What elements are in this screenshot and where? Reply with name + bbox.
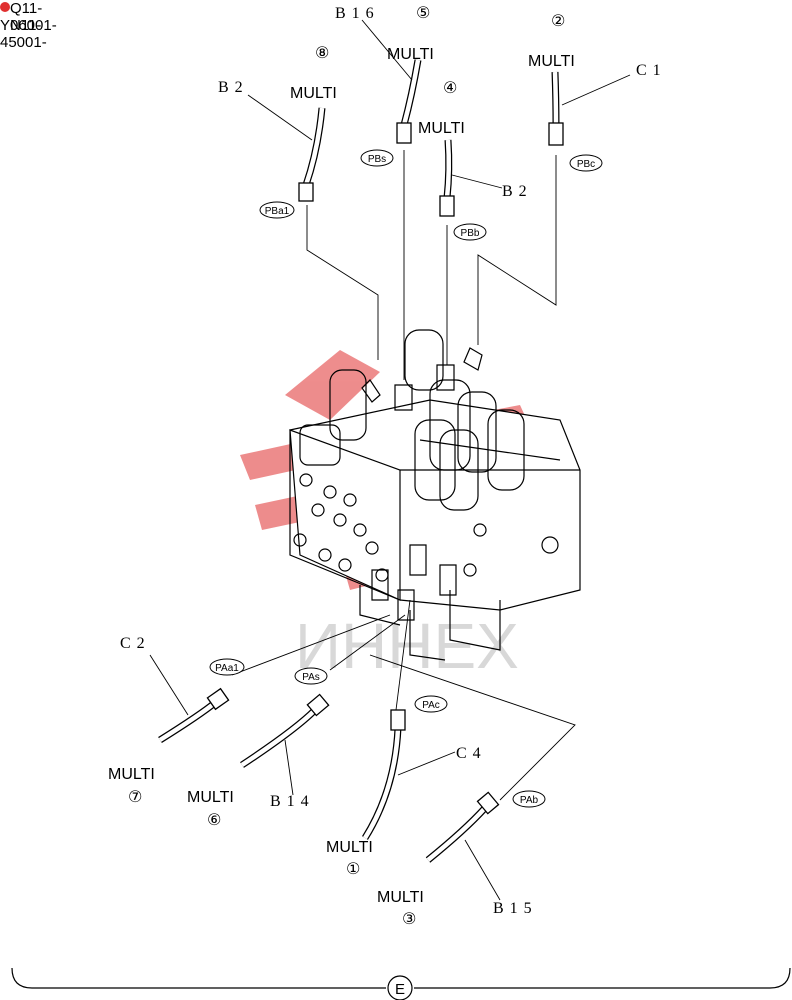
multi-label-6: MULTI	[187, 789, 234, 806]
port-label-pbb: PBb	[461, 228, 480, 239]
port-label-pab: PAb	[520, 795, 539, 806]
multi-label-4: MULTI	[418, 120, 465, 137]
multi-label-3: MULTI	[377, 889, 424, 906]
multi-label-2: MULTI	[528, 53, 575, 70]
hose-pac	[362, 709, 406, 840]
callout-number-7: ⑦	[128, 787, 142, 806]
callout-number-4: ④	[443, 78, 457, 97]
hose-pbc	[548, 71, 564, 146]
serial-line-2: YN11-45001-	[0, 17, 47, 51]
callout-number-6: ⑥	[207, 810, 221, 829]
multi-label-1: MULTI	[326, 839, 373, 856]
callout-number-8: ⑧	[315, 43, 329, 62]
callout-number-1: ①	[346, 859, 360, 878]
section-bracket	[11, 967, 791, 1000]
port-label-pas: PAs	[302, 672, 320, 683]
part-code-c1: C1	[636, 62, 667, 79]
part-code-c4: C4	[456, 745, 487, 762]
port-label-pbs: PBs	[368, 154, 386, 165]
part-code-b15: B15	[493, 900, 538, 917]
multi-label-5: MULTI	[387, 46, 434, 63]
port-label-pac: PAc	[422, 700, 440, 711]
callout-number-2: ②	[551, 11, 565, 30]
callout-number-5: ⑤	[416, 3, 430, 22]
hose-pbb	[439, 139, 455, 217]
port-tags	[209, 149, 603, 808]
section-marker-label: E	[395, 981, 405, 998]
callout-number-3: ③	[402, 909, 416, 928]
hose-assemblies	[158, 59, 564, 863]
hose-pbs	[396, 59, 422, 144]
part-callout-leaders	[149, 19, 631, 901]
part-code-b2-left: B2	[218, 79, 249, 96]
control-valve-body	[289, 329, 581, 661]
hose-pas	[240, 693, 330, 768]
multi-label-8: MULTI	[290, 85, 337, 102]
part-code-b2-mid: B2	[502, 183, 533, 200]
port-label-paa1: PAa1	[215, 663, 239, 674]
hose-paa1	[158, 687, 230, 743]
hose-pba1	[298, 107, 326, 202]
part-code-c2: C2	[120, 635, 151, 652]
part-code-b16: B16	[335, 5, 380, 22]
serial-line-1: Q11-06001-	[10, 0, 57, 34]
pilot-line-leaders	[231, 150, 576, 801]
serial-marker-icon	[0, 2, 10, 12]
port-label-pba1: PBa1	[265, 206, 290, 217]
part-code-b14: B14	[270, 793, 315, 810]
port-label-pbc: PBc	[577, 159, 595, 170]
hose-pab	[425, 791, 500, 863]
multi-label-7: MULTI	[108, 766, 155, 783]
